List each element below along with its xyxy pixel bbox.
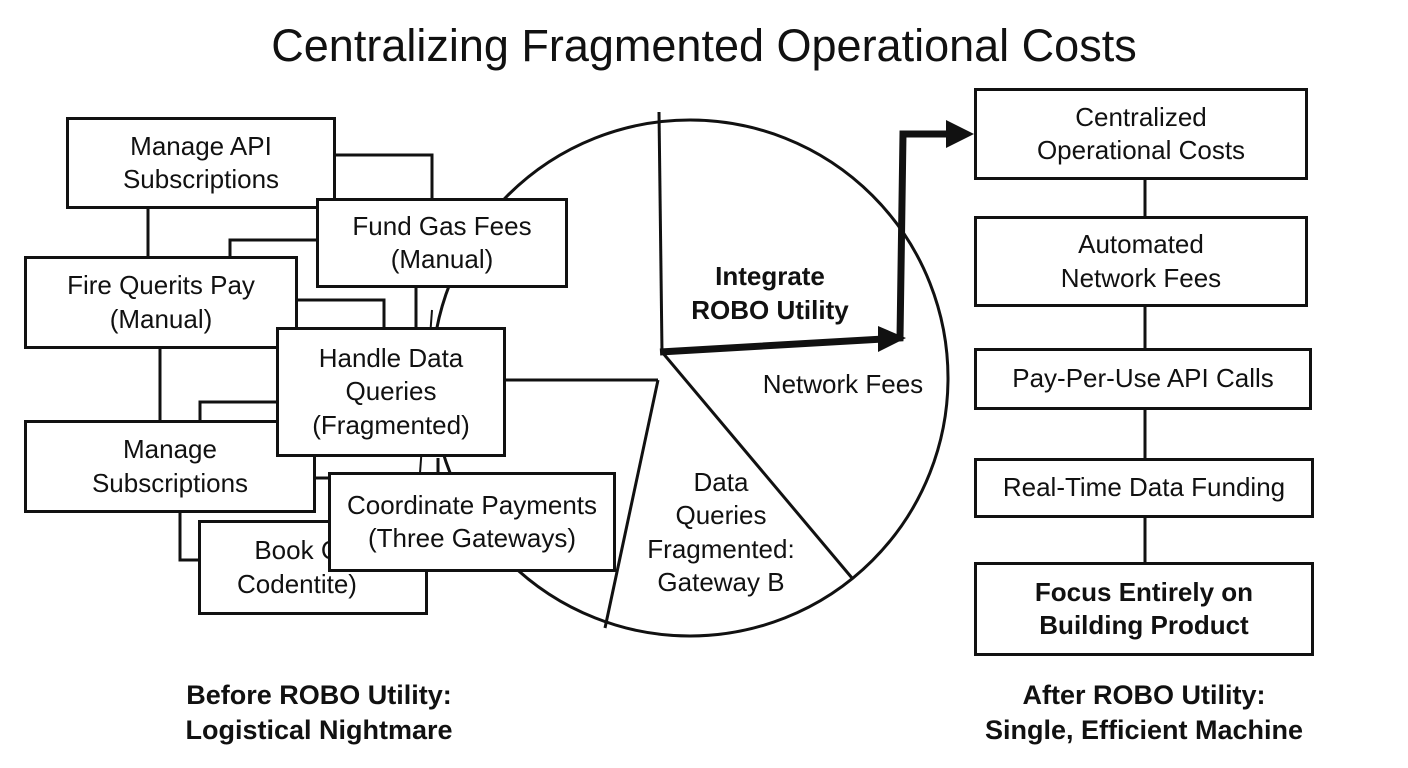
data-queries-label: Data Queries Fragmented: Gateway B xyxy=(647,467,795,597)
step-centralized-box: Centralized Operational Costs xyxy=(974,88,1308,180)
step-pay-per-use-box: Pay-Per-Use API Calls xyxy=(974,348,1312,410)
manage-api-box: Manage API Subscriptions xyxy=(66,117,336,209)
fund-gas-box: Fund Gas Fees (Manual) xyxy=(316,198,568,288)
step-focus-label: Focus Entirely on Building Product xyxy=(1034,576,1254,640)
fire-querits-label: Fire Querits Pay (Manual) xyxy=(67,270,255,334)
coordinate-payments-box: Coordinate Payments (Three Gateways) xyxy=(328,472,616,572)
handle-data-box: Handle Data Queries (Fragmented) xyxy=(276,327,506,457)
step-real-time-label: Real-Time Data Funding xyxy=(1002,472,1286,503)
integrate-label: Integrate ROBO Utility xyxy=(691,261,849,325)
step-pay-per-use-label: Pay-Per-Use API Calls xyxy=(1012,363,1274,394)
coordinate-payments-label: Coordinate Payments (Three Gateways) xyxy=(346,489,598,553)
integrate-arrow xyxy=(659,120,974,356)
step-network-fees-box: Automated Network Fees xyxy=(974,216,1308,307)
manage-api-label: Manage API Subscriptions xyxy=(122,130,280,194)
tangled-connectors xyxy=(146,153,658,562)
manage-subscriptions-box: Manage Subscriptions xyxy=(24,420,316,513)
arrow-head-center-icon xyxy=(878,326,906,352)
pie-divider-lower-right xyxy=(660,351,854,579)
fund-gas-label: Fund Gas Fees (Manual) xyxy=(352,210,532,274)
manage-subscriptions-label: Manage Subscriptions xyxy=(91,434,249,498)
arrow-head-right-icon xyxy=(946,120,974,148)
step-real-time-box: Real-Time Data Funding xyxy=(974,458,1314,518)
before-caption: Before ROBO Utility: Logistical Nightmar… xyxy=(185,680,453,746)
page-title: Centralizing Fragmented Operational Cost… xyxy=(271,20,1137,71)
step-focus-box: Focus Entirely on Building Product xyxy=(974,562,1314,656)
book-label: Book C Codentite) xyxy=(237,535,357,599)
step-centralized-label: Centralized Operational Costs xyxy=(1036,101,1246,165)
pie-divider-top xyxy=(657,111,664,353)
pie-divider-bottom xyxy=(603,379,660,629)
step-network-fees-label: Automated Network Fees xyxy=(1060,229,1222,293)
network-fees-label: Network Fees xyxy=(762,369,924,399)
fire-querits-box: Fire Querits Pay (Manual) xyxy=(24,256,298,349)
after-caption: After ROBO Utility: Single, Efficient Ma… xyxy=(984,680,1304,746)
handle-data-label: Handle Data Queries (Fragmented) xyxy=(312,343,470,440)
